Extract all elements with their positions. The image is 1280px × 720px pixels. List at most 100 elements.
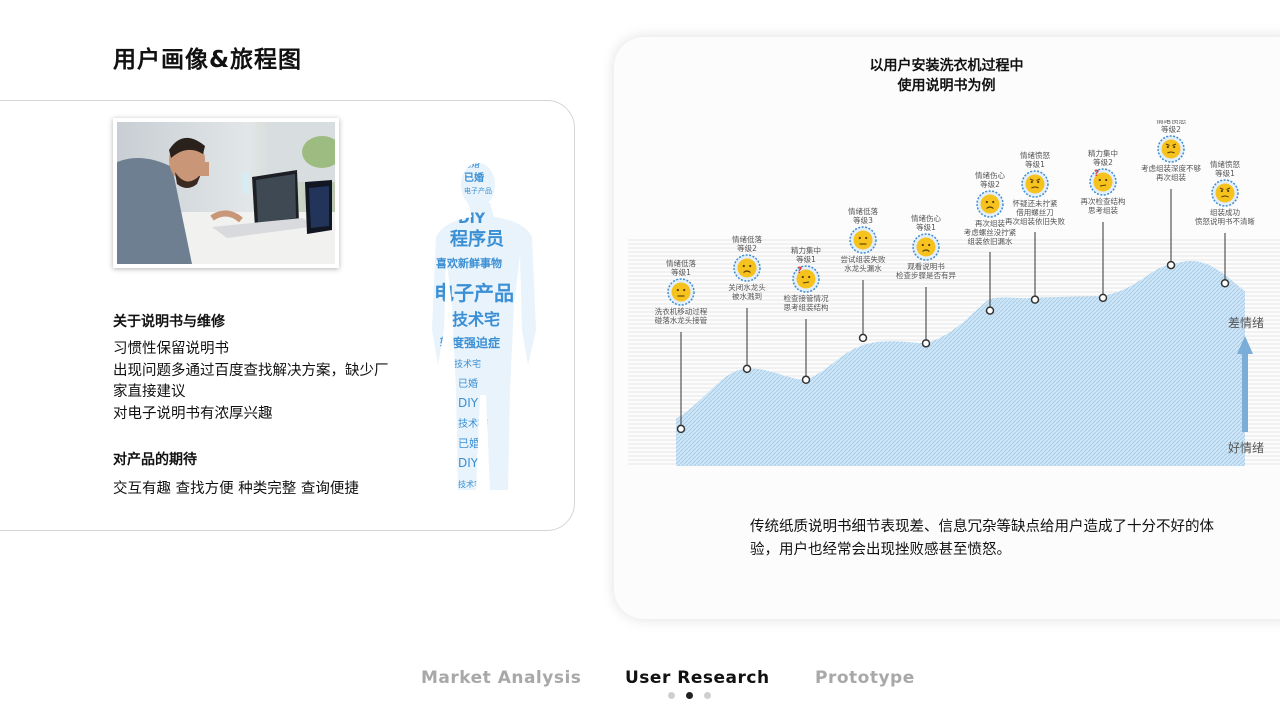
- page-dot[interactable]: [668, 692, 675, 699]
- word-cloud-word: 已婚: [462, 158, 480, 170]
- nav-market-analysis[interactable]: Market Analysis: [421, 668, 582, 688]
- point-marker: [1220, 279, 1230, 288]
- step-description: 再次检查结构: [1081, 196, 1126, 206]
- angry-face-icon: [1021, 170, 1049, 198]
- emotion-level: 等级3: [853, 215, 873, 225]
- step-description: 被水溅到: [732, 291, 762, 301]
- emotion-level: 等级2: [737, 243, 757, 253]
- axis-label-good: 好情绪: [1228, 441, 1264, 455]
- word-cloud-word: 电子产品: [434, 281, 514, 305]
- step-description: 思考组装结构: [784, 302, 829, 312]
- emotion-level: 等级1: [671, 267, 691, 277]
- svg-text:?: ?: [1094, 169, 1099, 179]
- habit-line: 出现问题多通过百度查找解决方案，缺少厂: [113, 362, 389, 379]
- section-heading-expectations: 对产品的期待: [113, 449, 207, 472]
- step-description: 洗衣机移动过程: [655, 306, 708, 316]
- point-marker: [985, 306, 995, 315]
- nav-prototype[interactable]: Prototype: [815, 668, 915, 688]
- point-marker: [1030, 295, 1040, 304]
- point-marker: [742, 364, 752, 374]
- sad-face-icon: [912, 233, 940, 261]
- journey-title-line: 以用户安装洗衣机过程中: [869, 58, 1024, 74]
- emotion-points: 情绪低落等级1洗衣机移动过程碰落水龙头接管情绪低落等级2关闭水龙头被水溅到精力集…: [655, 120, 1255, 434]
- page-title: 用户画像&旅程图: [113, 47, 303, 73]
- point-marker: [1098, 293, 1108, 303]
- word-cloud-word: DIY: [458, 211, 486, 227]
- word-cloud-word: 喜欢新鲜事物: [436, 256, 502, 270]
- emotion-label: 精力集中: [1088, 148, 1118, 158]
- word-cloud-word: 技术宅: [458, 417, 488, 430]
- emotion-area: [676, 261, 1245, 466]
- journey-title-line: 使用说明书为例: [897, 78, 996, 94]
- thinking-face-icon: ?: [1089, 168, 1117, 196]
- persona-word-cloud: 已婚 已婚 电子产品 DIY 程序员 喜欢新鲜事物 电子产品 技术宅 轻度强迫症…: [432, 158, 536, 490]
- emotion-level: 等级1: [916, 222, 936, 232]
- step-description: 检查步骤是否有异: [896, 270, 956, 280]
- step-description: 考虑组装深度不够: [1141, 163, 1201, 173]
- word-cloud-word: 已婚: [458, 377, 478, 390]
- sad-face-icon: [976, 190, 1004, 218]
- expectations-text: 交互有趣 查找方便 种类完整 查询便捷: [113, 481, 359, 497]
- emotion-axis: 差情绪 好情绪: [1228, 316, 1264, 455]
- point-marker: [1166, 260, 1176, 270]
- point-marker: [858, 333, 868, 343]
- word-cloud-word: 电子产品: [464, 186, 492, 195]
- emotion-level: 等级2: [1161, 124, 1181, 134]
- emotion-label: 情绪愤怒: [1156, 120, 1186, 125]
- step-description: 再次组装: [1156, 172, 1186, 182]
- step-description: 怀疑还未拧紧: [1013, 198, 1058, 208]
- habit-line: 对电子说明书有浓厚兴趣: [113, 405, 273, 422]
- step-description: 思考组装: [1088, 205, 1118, 215]
- emotion-label: 情绪愤怒: [1020, 150, 1050, 160]
- page-indicator: [668, 692, 718, 700]
- section-heading-manuals: 关于说明书与维修: [113, 311, 235, 334]
- neutral-face-icon: [849, 226, 877, 254]
- axis-label-bad: 差情绪: [1228, 316, 1264, 330]
- word-cloud-word: 已婚: [458, 436, 480, 450]
- word-cloud-word: DIY: [458, 396, 479, 410]
- word-cloud-word: 轻度强迫症: [440, 335, 500, 350]
- manual-habits-list: 习惯性保留说明书 出现问题多通过百度查找解决方案，缺少厂 家直接建议 对电子说明…: [113, 339, 389, 425]
- word-cloud-word: DIY: [458, 456, 479, 470]
- man-at-laptop-image: [117, 122, 335, 264]
- word-cloud-word: 技术宅: [458, 479, 482, 489]
- page-dot[interactable]: [704, 692, 711, 699]
- journey-title: 以用户安装洗衣机过程中 使用说明书为例: [800, 56, 1093, 96]
- point-marker: [676, 424, 686, 434]
- step-description: 愤怒说明书不清晰: [1195, 216, 1255, 226]
- step-description: 检查接管情况: [784, 293, 829, 303]
- emotion-level: 等级2: [980, 179, 1000, 189]
- emotion-level: 等级1: [1025, 159, 1045, 169]
- word-cloud-word: 已婚: [464, 171, 484, 184]
- page-dot-active[interactable]: [686, 692, 693, 699]
- point-marker: [801, 375, 811, 385]
- nav-user-research[interactable]: User Research: [625, 668, 770, 688]
- angry-face-icon: [1157, 135, 1185, 163]
- emotion-label: 情绪低落: [666, 258, 696, 268]
- emotion-label: 情绪伤心: [911, 213, 941, 223]
- step-description: 关闭水龙头: [728, 282, 766, 292]
- emotion-level: 等级2: [1093, 157, 1113, 167]
- angry-face-icon: [1211, 179, 1239, 207]
- emotion-journey-chart: 情绪低落等级1洗衣机移动过程碰落水龙头接管情绪低落等级2关闭水龙头被水溅到精力集…: [628, 120, 1280, 466]
- emotion-level: 等级1: [1215, 168, 1235, 178]
- step-description: 考虑螺丝没拧紧: [964, 227, 1017, 237]
- step-description: 尝试组装失败: [841, 254, 886, 264]
- point-marker: [921, 339, 931, 348]
- neutral-face-icon: [667, 278, 695, 306]
- word-cloud-word: 技术宅: [454, 358, 481, 370]
- journey-description: 传统纸质说明书细节表现差、信息冗杂等缺点给用户造成了十分不好的体验，用户也经常会…: [750, 519, 1214, 558]
- habit-line: 习惯性保留说明书: [113, 341, 229, 357]
- step-description: 再次组装: [975, 218, 1005, 228]
- word-cloud-word: 技术宅: [452, 310, 500, 329]
